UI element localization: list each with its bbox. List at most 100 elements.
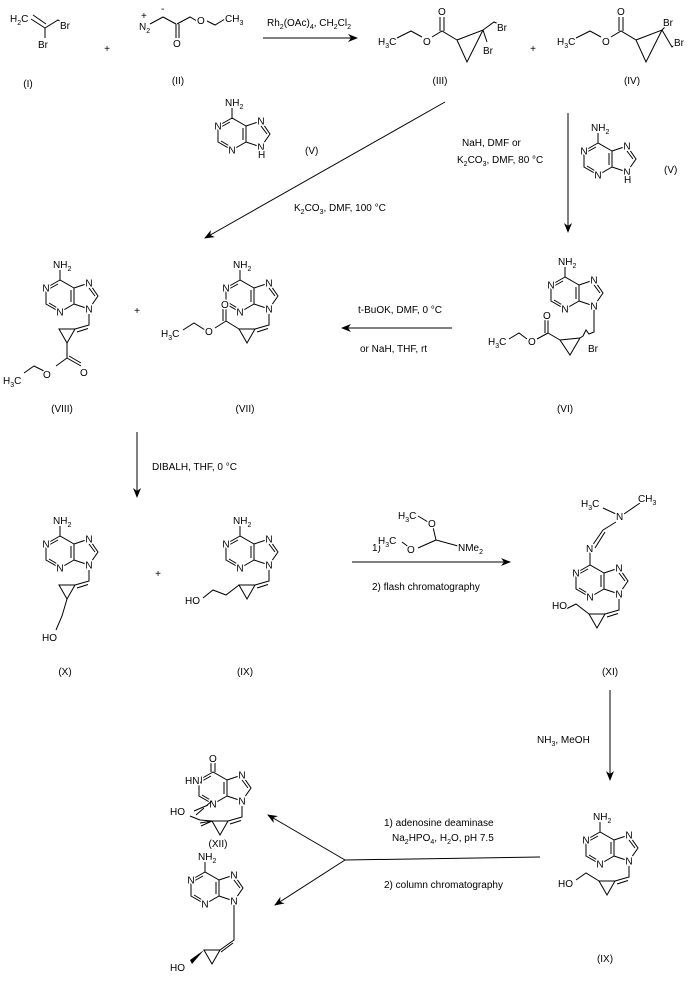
label-III: (III) xyxy=(433,76,448,87)
reagent-dmf-dma: 1) H3C O O H3C NMe2 xyxy=(372,510,485,558)
svg-text:O: O xyxy=(407,545,415,556)
svg-text:HO: HO xyxy=(185,596,200,607)
compound-III: H3C O O Br Br xyxy=(377,6,509,64)
svg-text:Br: Br xyxy=(674,38,685,49)
svg-text:NH2: NH2 xyxy=(233,260,251,273)
compound-II: N2 + - O O CH3 xyxy=(138,4,245,52)
reagent-step2a: K2CO3, DMF, 100 °C xyxy=(294,203,386,216)
compound-IX-product: NH2 HO xyxy=(557,811,640,896)
svg-text:+: + xyxy=(141,11,147,22)
reagent-step7-line1: 1) adenosine deaminase xyxy=(384,818,494,829)
svg-text:O: O xyxy=(528,337,536,348)
reaction-arrow-7b xyxy=(274,859,346,906)
plus-sign: + xyxy=(134,306,140,317)
reagent-step5-1: 1) xyxy=(372,543,381,554)
compound-XI: N N H3C CH3 HO xyxy=(551,493,658,629)
reagent-step7-line3: 2) column chromatography xyxy=(384,880,503,891)
svg-text:HO: HO xyxy=(42,633,57,644)
adenine-V-right: NH2 H xyxy=(578,122,638,188)
label-IX: (IX) xyxy=(597,954,613,965)
svg-text:HO: HO xyxy=(558,879,573,890)
reaction-arrow-2a xyxy=(204,101,446,239)
plus-sign: + xyxy=(155,569,161,580)
label-VI: (VI) xyxy=(557,404,573,415)
svg-text:Br: Br xyxy=(588,344,599,355)
plus-sign: + xyxy=(104,44,110,55)
svg-text:O: O xyxy=(438,7,446,18)
compound-I: H2C Br Br xyxy=(9,13,73,53)
label-XII: (XII) xyxy=(209,839,228,850)
svg-text:O: O xyxy=(543,311,551,322)
svg-text:H3C: H3C xyxy=(557,37,575,50)
svg-text:H3C: H3C xyxy=(161,329,179,342)
svg-text:HO: HO xyxy=(170,807,185,818)
reagent-step2b-line2: K2CO3, DMF, 80 °C xyxy=(457,155,543,168)
reagent-step3-line1: t-BuOK, DMF, 0 °C xyxy=(358,305,442,316)
svg-text:N: N xyxy=(616,512,623,523)
label-IV: (IV) xyxy=(624,76,640,87)
svg-text:O: O xyxy=(43,370,51,381)
compound-VII: NH2 O O H3C xyxy=(160,259,280,344)
label-VII: (VII) xyxy=(236,404,255,415)
svg-text:Br: Br xyxy=(60,21,71,32)
svg-text:HO: HO xyxy=(552,601,567,612)
label-VIII: (VIII) xyxy=(51,404,73,415)
svg-text:NH2: NH2 xyxy=(198,852,216,865)
svg-text:H3C: H3C xyxy=(378,536,396,549)
svg-text:NH2: NH2 xyxy=(593,812,611,825)
reagent-step4: DIBALH, THF, 0 °C xyxy=(152,462,237,473)
plus-sign: + xyxy=(530,44,536,55)
compound-IV: H3C O O Br Br xyxy=(556,6,686,64)
label-IX: (IX) xyxy=(237,667,253,678)
reagent-step5-2: 2) flash chromatography xyxy=(372,582,480,593)
svg-text:H: H xyxy=(258,150,265,161)
label-XI: (XI) xyxy=(602,667,618,678)
svg-text:O: O xyxy=(205,327,213,338)
svg-text:Br: Br xyxy=(663,18,674,29)
svg-text:O: O xyxy=(197,16,205,27)
svg-text:H3C: H3C xyxy=(3,376,21,389)
svg-text:O: O xyxy=(423,37,431,48)
label-I: (I) xyxy=(23,79,32,90)
svg-text:H3C: H3C xyxy=(488,337,506,350)
svg-text:NH2: NH2 xyxy=(53,516,71,529)
reagent-step2b-line1: NaH, DMF or xyxy=(462,138,522,149)
reagent-step1: Rh2(OAc)4, CH2Cl2 xyxy=(267,18,351,31)
svg-text:O: O xyxy=(221,300,229,311)
compound-enantiomer-adenine: NH2 HO xyxy=(169,851,245,976)
svg-text:NH2: NH2 xyxy=(233,516,251,529)
svg-text:CH3: CH3 xyxy=(225,14,243,27)
compound-VIII: NH2 O O H3C xyxy=(2,259,100,391)
svg-text:NH2: NH2 xyxy=(591,123,609,136)
svg-text:O: O xyxy=(80,368,88,379)
adenine-V-left: NH2 H xyxy=(212,97,272,163)
label-II: (II) xyxy=(172,76,184,87)
svg-text:H: H xyxy=(624,175,631,186)
svg-text:-: - xyxy=(161,4,164,15)
svg-text:NMe2: NMe2 xyxy=(458,543,483,556)
compound-XII: O HN HO xyxy=(169,753,253,836)
compound-IX: NH2 HO xyxy=(184,515,280,609)
svg-text:Br: Br xyxy=(38,40,49,51)
svg-text:O: O xyxy=(173,39,181,50)
svg-text:Br: Br xyxy=(483,46,494,57)
svg-text:O: O xyxy=(209,754,217,765)
compound-X: NH2 HO xyxy=(41,515,100,646)
svg-text:O: O xyxy=(602,37,610,48)
label-V: (V) xyxy=(305,146,318,157)
svg-text:NH2: NH2 xyxy=(558,257,576,270)
svg-text:N2: N2 xyxy=(139,22,150,35)
reagent-step6: NH3, MeOH xyxy=(537,735,590,748)
svg-text:NH2: NH2 xyxy=(225,98,243,111)
svg-text:Br: Br xyxy=(497,23,508,34)
svg-text:H3C: H3C xyxy=(378,37,396,50)
compound-VI: NH2 O O H3C Br xyxy=(487,256,605,357)
svg-text:O: O xyxy=(428,519,436,530)
svg-text:HO: HO xyxy=(170,963,185,974)
reaction-arrow-7a xyxy=(267,814,346,861)
branch-line xyxy=(344,856,541,861)
svg-text:O: O xyxy=(617,7,625,18)
reagent-step3-line2: or NaH, THF, rt xyxy=(360,344,427,355)
svg-text:N: N xyxy=(586,544,593,555)
